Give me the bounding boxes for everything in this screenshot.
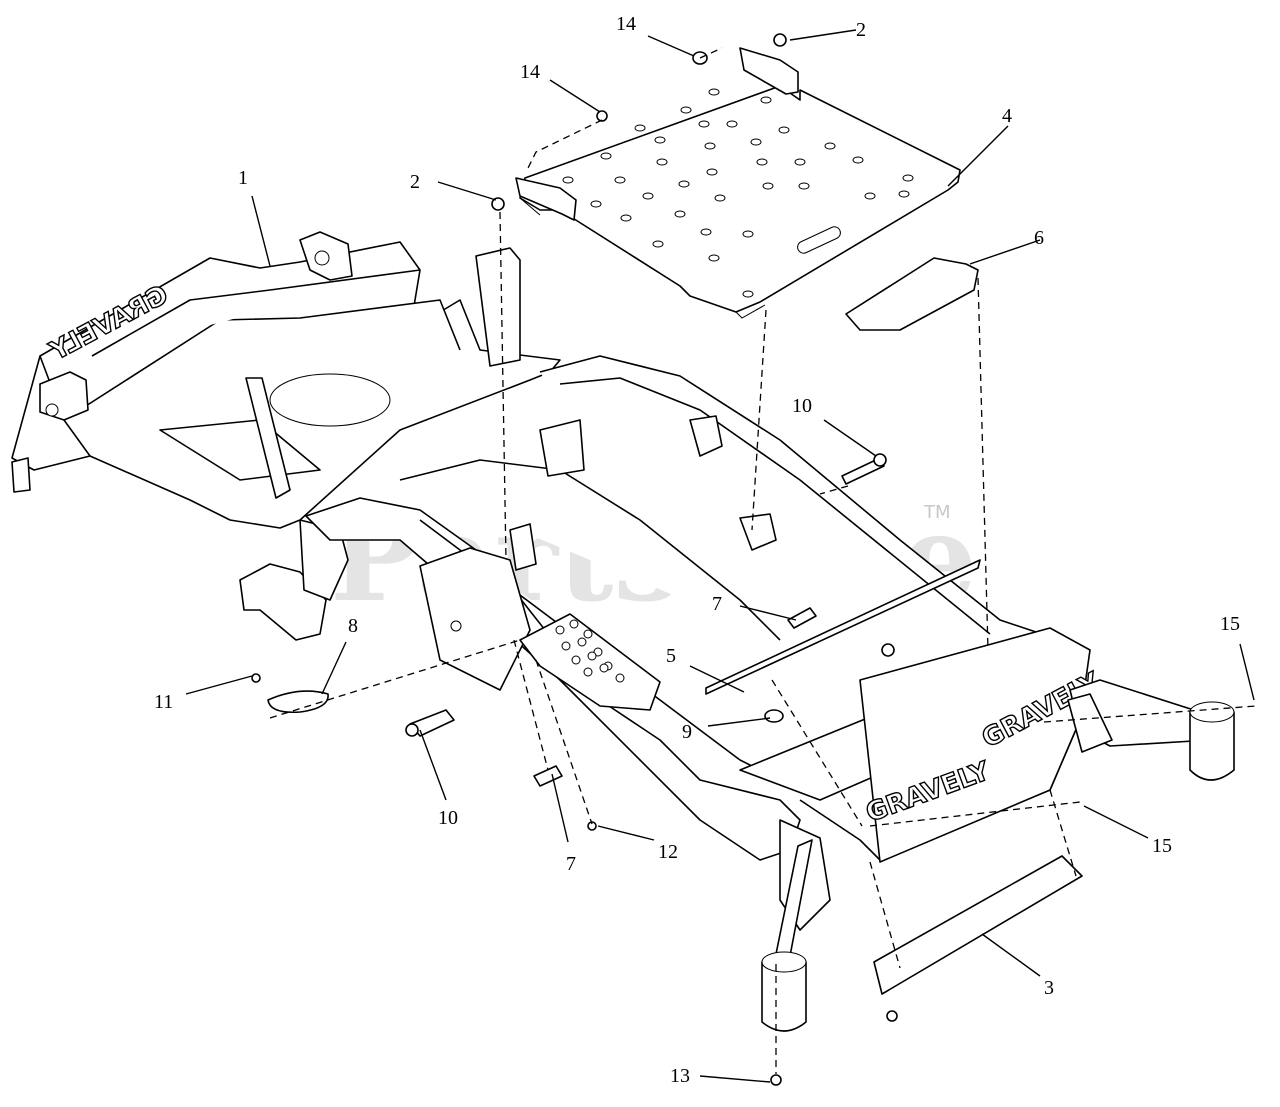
callout-15-right: 15: [1220, 613, 1240, 635]
callout-14-top: 14: [616, 13, 636, 35]
part-main-chassis: GRAVELY GRAVELY: [305, 355, 1235, 1032]
callout-1: 1: [238, 167, 248, 189]
part-seat-plate: [515, 47, 961, 319]
callout-7-upper: 7: [712, 593, 722, 615]
callout-2-left: 2: [410, 171, 420, 193]
callout-8: 8: [348, 615, 358, 637]
callout-labels: 1 2 2 3 4 5 6 7 7 8 9 10 10 11 12 13 14 …: [154, 13, 1240, 1087]
callout-10-lower: 10: [438, 807, 458, 829]
leader-lines: [185, 29, 1255, 1083]
part-pad: [845, 257, 979, 331]
callout-13: 13: [670, 1065, 690, 1087]
hardware: [251, 33, 898, 1086]
callout-15-lower: 15: [1152, 835, 1172, 857]
callout-10-upper: 10: [792, 395, 812, 417]
callout-4: 4: [1002, 105, 1012, 127]
callout-3: 3: [1044, 977, 1054, 999]
part-deflector: [705, 559, 981, 695]
callout-2-top: 2: [856, 19, 866, 41]
assembly-lines: [269, 47, 1257, 1074]
foot-plate-holes: [555, 619, 625, 683]
callout-7-lower: 7: [566, 853, 576, 875]
watermark-trademark: TM: [923, 502, 951, 523]
part-front-plate: [873, 855, 1083, 995]
plate-holes: [562, 88, 914, 298]
callout-11: 11: [154, 691, 173, 713]
callout-12: 12: [658, 841, 678, 863]
callout-14-left: 14: [520, 61, 540, 83]
callout-5: 5: [666, 645, 676, 667]
part-rear-frame: GRAVELY: [11, 231, 561, 641]
callout-6: 6: [1034, 227, 1044, 249]
callout-9: 9: [682, 721, 692, 743]
